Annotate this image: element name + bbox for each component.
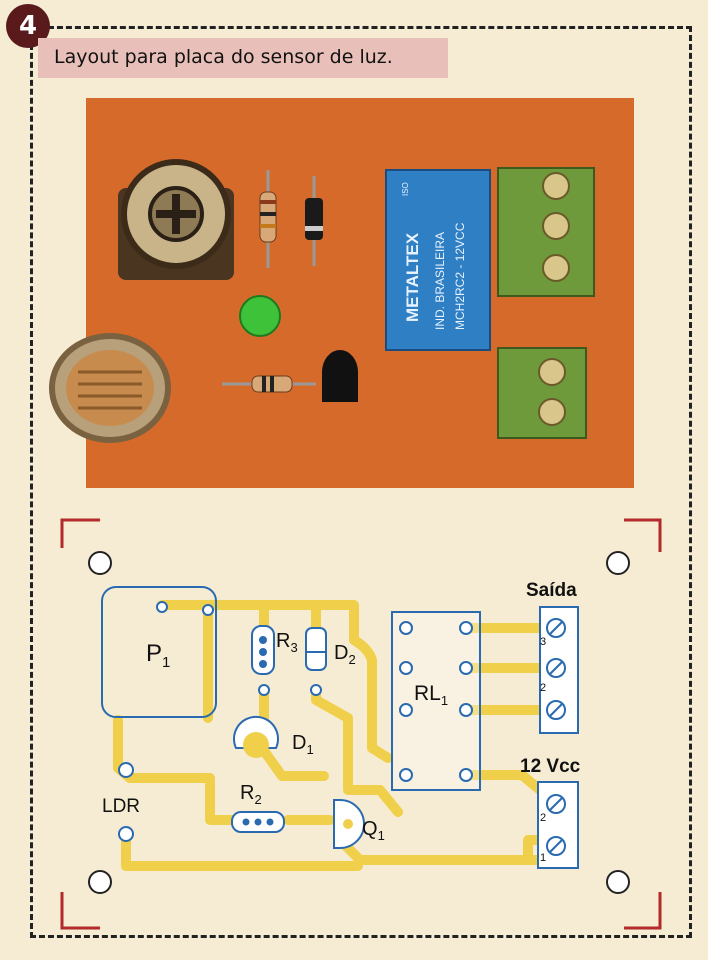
p1-outline: [101, 586, 217, 718]
resistor-r3: [259, 170, 277, 268]
label-rl1: RL1: [414, 682, 449, 709]
terminal-power-footprint: [537, 781, 579, 869]
led-d1: [239, 295, 281, 337]
terminal-block-output: [497, 167, 595, 297]
relay-iso: ISO: [401, 182, 410, 196]
relay-line2: MCH2RC2 - 12VCC: [453, 222, 467, 330]
pin-2-power: 2: [540, 812, 547, 824]
pin-2-output: 2: [540, 682, 547, 694]
label-d1: D1: [292, 732, 314, 757]
corner-marks: [60, 518, 662, 930]
d1-footprint: [233, 715, 279, 758]
diode-d2: [305, 176, 323, 266]
figure-title: Layout para placa do sensor de luz.: [54, 46, 393, 68]
r3-footprint: [251, 625, 275, 675]
label-12vcc: 12 Vcc: [520, 756, 581, 777]
relay-photo: METALTEX ISO IND. BRASILEIRA MCH2RC2 - 1…: [385, 169, 491, 351]
transistor-q1: [322, 350, 358, 402]
traces: [113, 600, 545, 871]
pin-1-power: 1: [540, 852, 547, 864]
ldr-photo: [49, 333, 171, 443]
terminal-output-footprint: [539, 606, 579, 734]
potentiometer: [118, 159, 234, 280]
label-saida: Saída: [526, 580, 577, 601]
r2-footprint: [231, 811, 285, 833]
pads: [118, 601, 322, 842]
rl1-footprint: [391, 611, 481, 791]
title-bar: [38, 38, 448, 78]
label-d2: D2: [334, 642, 356, 667]
relay-line1: IND. BRASILEIRA: [433, 232, 447, 330]
pin-3-output: 3: [540, 636, 547, 648]
resistor-r2: [222, 375, 316, 393]
label-ldr: LDR: [102, 796, 141, 817]
label-r2: R2: [240, 782, 262, 807]
mounting-holes: [88, 551, 630, 894]
d2-footprint: [305, 627, 327, 671]
label-r3: R3: [276, 630, 298, 655]
label-p1: P1: [146, 640, 171, 671]
figure-frame: [30, 26, 692, 938]
relay-brand: METALTEX: [403, 232, 422, 322]
label-q1: Q1: [362, 818, 385, 843]
terminal-block-power: [497, 347, 587, 439]
